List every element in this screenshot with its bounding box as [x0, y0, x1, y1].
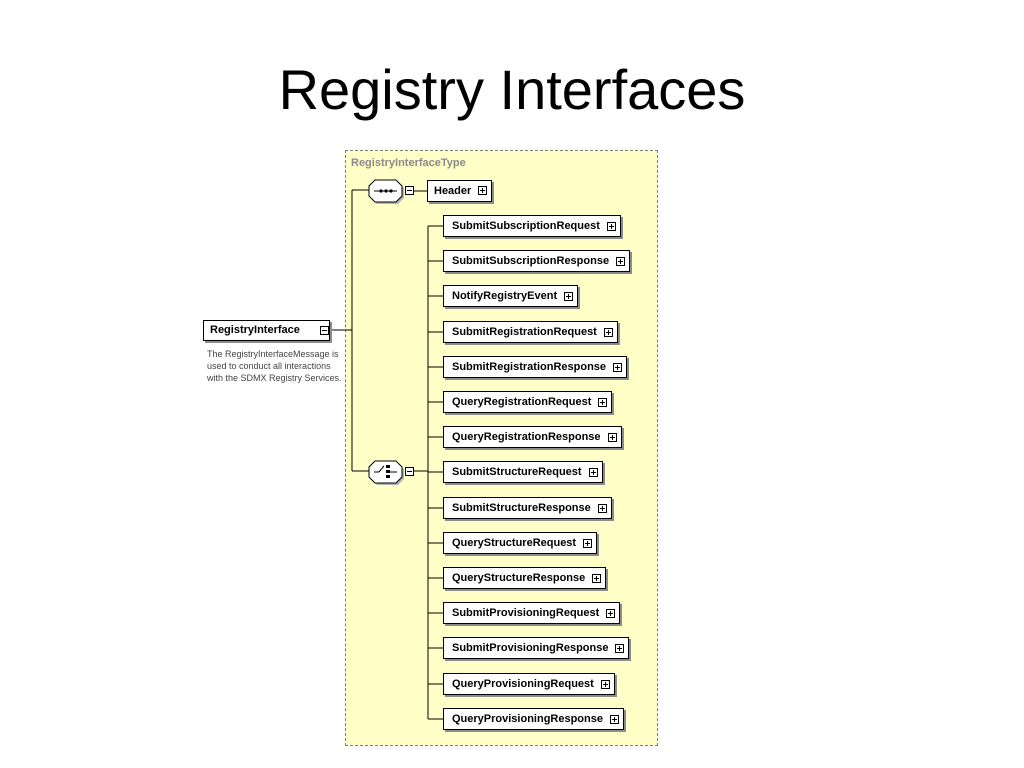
expand-plus-icon[interactable] — [613, 363, 623, 372]
element-label: NotifyRegistryEvent — [452, 290, 558, 302]
root-documentation: The RegistryInterfaceMessage is used to … — [207, 349, 342, 383]
element-label: SubmitRegistrationRequest — [452, 326, 597, 338]
complex-type-label: RegistryInterfaceType — [351, 157, 466, 169]
choice-element-query-registration-response[interactable]: QueryRegistrationResponse — [443, 426, 622, 448]
collapse-minus-icon[interactable] — [320, 326, 329, 335]
element-label: SubmitRegistrationResponse — [452, 361, 607, 373]
element-label: SubmitStructureResponse — [452, 502, 591, 514]
choice-element-submit-registration-response[interactable]: SubmitRegistrationResponse — [443, 356, 628, 378]
collapse-minus-icon[interactable] — [405, 467, 414, 476]
element-header[interactable]: Header — [427, 180, 493, 202]
expand-plus-icon[interactable] — [609, 715, 619, 724]
expand-plus-icon[interactable] — [603, 328, 613, 337]
expand-plus-icon[interactable] — [607, 433, 617, 442]
choice-element-submit-subscription-response[interactable]: SubmitSubscriptionResponse — [443, 250, 631, 272]
expand-plus-icon[interactable] — [478, 186, 488, 195]
choice-element-submit-subscription-request[interactable]: SubmitSubscriptionRequest — [443, 215, 621, 237]
expand-plus-icon[interactable] — [597, 504, 607, 513]
element-label: SubmitProvisioningRequest — [452, 607, 600, 619]
expand-plus-icon[interactable] — [606, 222, 616, 231]
collapse-minus-icon[interactable] — [405, 186, 414, 195]
choice-element-query-provisioning-request[interactable]: QueryProvisioningRequest — [443, 673, 615, 695]
root-element-label: RegistryInterface — [210, 324, 300, 336]
expand-plus-icon[interactable] — [598, 398, 608, 407]
element-label: QueryStructureResponse — [452, 572, 586, 584]
choice-element-submit-structure-request[interactable]: SubmitStructureRequest — [443, 461, 603, 483]
element-label: QueryProvisioningResponse — [452, 713, 603, 725]
expand-plus-icon[interactable] — [588, 468, 598, 477]
element-label: SubmitStructureRequest — [452, 466, 582, 478]
sequence-compositor-icon — [368, 179, 404, 204]
element-label: SubmitProvisioningResponse — [452, 642, 609, 654]
choice-element-submit-provisioning-request[interactable]: SubmitProvisioningRequest — [443, 602, 621, 624]
choice-element-query-structure-response[interactable]: QueryStructureResponse — [443, 567, 607, 589]
slide-title: Registry Interfaces — [278, 58, 746, 121]
expand-plus-icon[interactable] — [615, 644, 625, 653]
expand-plus-icon[interactable] — [616, 257, 626, 266]
root-element-registry-interface[interactable]: RegistryInterface — [203, 320, 330, 341]
choice-element-notify-registry-event[interactable]: NotifyRegistryEvent — [443, 285, 579, 307]
element-label: Header — [434, 185, 472, 197]
expand-plus-icon[interactable] — [606, 609, 616, 618]
choice-element-query-provisioning-response[interactable]: QueryProvisioningResponse — [443, 708, 624, 730]
expand-plus-icon[interactable] — [592, 574, 602, 583]
element-label: QueryRegistrationRequest — [452, 396, 592, 408]
choice-element-submit-provisioning-response[interactable]: SubmitProvisioningResponse — [443, 637, 630, 659]
element-label: QueryStructureRequest — [452, 537, 577, 549]
element-label: QueryRegistrationResponse — [452, 431, 601, 443]
expand-plus-icon[interactable] — [564, 292, 574, 301]
choice-element-submit-registration-request[interactable]: SubmitRegistrationRequest — [443, 321, 618, 343]
choice-element-query-structure-request[interactable]: QueryStructureRequest — [443, 532, 598, 554]
element-label: SubmitSubscriptionRequest — [452, 220, 600, 232]
expand-plus-icon[interactable] — [583, 539, 593, 548]
element-label: SubmitSubscriptionResponse — [452, 255, 610, 267]
choice-element-query-registration-request[interactable]: QueryRegistrationRequest — [443, 391, 613, 413]
expand-plus-icon[interactable] — [600, 680, 610, 689]
element-label: QueryProvisioningRequest — [452, 678, 594, 690]
choice-compositor-icon — [368, 460, 404, 485]
choice-element-submit-structure-response[interactable]: SubmitStructureResponse — [443, 497, 612, 519]
